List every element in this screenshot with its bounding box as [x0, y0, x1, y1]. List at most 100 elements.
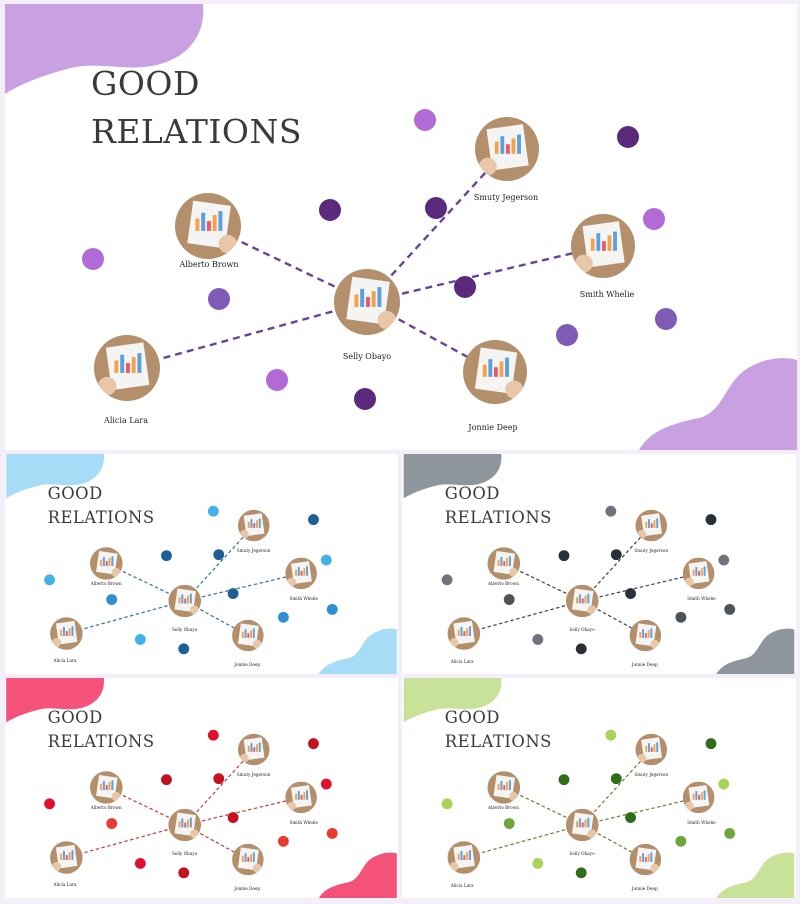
- person-photo: [571, 214, 635, 278]
- decorative-dot: [44, 798, 55, 810]
- top-left-blob: [403, 678, 502, 723]
- decorative-dot: [643, 208, 665, 230]
- decorative-dot: [605, 729, 617, 741]
- center-person-name: Selly Obayo: [172, 850, 198, 856]
- title-line-2: RELATIONS: [47, 507, 155, 527]
- slide-graphic: [6, 454, 397, 674]
- decorative-dot: [556, 324, 578, 346]
- person-name: Smith Whelie: [579, 290, 635, 299]
- bottom-right-blob: [716, 628, 795, 674]
- decorative-dot: [308, 738, 319, 750]
- decorative-dot: [718, 554, 730, 566]
- person-photo: [487, 547, 521, 580]
- connection-line-5: [463, 600, 583, 635]
- decorative-dot: [503, 818, 515, 829]
- decorative-dot: [106, 594, 118, 605]
- decorative-dot: [326, 827, 338, 839]
- connection-line-1: [581, 525, 652, 602]
- person-name: Smuty Jegerson: [634, 548, 669, 554]
- title-line-1: GOOD: [444, 483, 500, 503]
- decorative-dot: [208, 288, 230, 310]
- decorative-dot: [207, 729, 219, 741]
- decorative-dot: [319, 199, 341, 221]
- person-photo: [285, 557, 317, 590]
- person-photo: [463, 340, 527, 404]
- person-name: Smuty Jegerson: [473, 193, 539, 202]
- decorative-dot: [266, 369, 288, 391]
- decorative-dot: [320, 554, 332, 566]
- person-name: Alberto Brown: [90, 805, 122, 811]
- center-person-photo: [334, 269, 400, 335]
- title-line-1: GOOD: [47, 707, 103, 727]
- person-name: Jonnie Deep: [468, 423, 518, 432]
- person-name: Smith Whelie: [289, 819, 318, 825]
- top-left-blob: [6, 454, 104, 499]
- person-photo: [629, 843, 662, 876]
- connection-line-3: [184, 572, 302, 602]
- decorative-dot: [308, 514, 319, 526]
- slide-graphic: [6, 678, 397, 898]
- decorative-dot: [277, 835, 289, 847]
- person-name: Jonnie Deep: [631, 662, 658, 668]
- bottom-right-blob: [318, 852, 397, 898]
- decorative-dot: [178, 643, 190, 655]
- person-photo: [232, 619, 264, 652]
- decorative-dot: [354, 388, 376, 410]
- decorative-dot: [724, 827, 736, 839]
- slide-graphic: [5, 4, 797, 450]
- decorative-dot: [326, 603, 338, 615]
- decorative-dot: [610, 773, 622, 785]
- person-photo: [635, 733, 668, 766]
- person-name: Smuty Jegerson: [634, 772, 669, 778]
- decorative-dot: [705, 514, 717, 526]
- person-name: Smith Whelie: [687, 596, 716, 602]
- person-photo: [175, 193, 241, 259]
- connection-line-5: [66, 824, 185, 859]
- title-line-1: GOOD: [47, 483, 103, 503]
- decorative-dot: [277, 611, 289, 623]
- decorative-dot: [575, 643, 587, 655]
- connection-line-5: [126, 300, 368, 370]
- bottom-right-blob: [318, 628, 397, 674]
- person-name: Alberto Brown: [90, 581, 122, 587]
- decorative-dot: [605, 505, 617, 517]
- person-photo: [50, 617, 83, 650]
- decorative-dot: [207, 505, 219, 517]
- title-line-1: GOOD: [91, 64, 200, 103]
- title-line-2: RELATIONS: [444, 731, 552, 751]
- connection-line-1: [581, 749, 652, 826]
- decorative-dot: [425, 197, 447, 219]
- center-person-photo: [168, 808, 202, 842]
- person-photo: [285, 781, 317, 814]
- person-name: Alberto Brown: [179, 260, 239, 269]
- person-name: Jonnie Deep: [234, 661, 261, 667]
- center-person-name: Selly Obayo: [342, 352, 392, 361]
- decorative-dot: [610, 549, 622, 561]
- connection-line-3: [366, 244, 604, 304]
- decorative-dot: [82, 248, 104, 270]
- center-person-photo: [168, 584, 202, 618]
- connection-line-1: [366, 148, 508, 303]
- slide-graphic: [403, 678, 795, 898]
- center-person-name: Selly Obayo: [569, 627, 595, 633]
- center-person-photo: [565, 808, 599, 842]
- decorative-dot: [718, 778, 730, 790]
- person-photo: [475, 117, 539, 181]
- decorative-dot: [441, 798, 453, 810]
- decorative-dot: [675, 835, 687, 847]
- person-name: Jonnie Deep: [234, 885, 261, 891]
- person-photo: [90, 771, 123, 804]
- bottom-right-blob: [639, 358, 797, 450]
- decorative-dot: [213, 549, 225, 561]
- decorative-dot: [705, 738, 717, 750]
- connection-line-3: [582, 572, 699, 602]
- decorative-dot: [161, 774, 172, 786]
- person-name: Alicia Lara: [53, 882, 77, 888]
- top-left-blob: [6, 678, 104, 723]
- decorative-dot: [134, 634, 146, 645]
- decorative-dot: [575, 867, 587, 879]
